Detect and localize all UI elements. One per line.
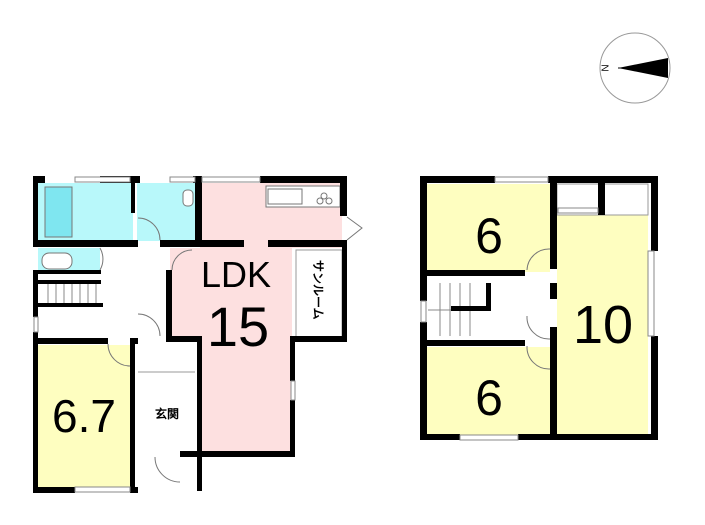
room-large-size: 10 — [573, 295, 633, 355]
bathtub-icon — [44, 186, 73, 238]
bedroom-6-7 — [38, 345, 130, 489]
walls-floor-1 — [33, 176, 347, 493]
bedroom-size: 6.7 — [52, 390, 116, 442]
room-north-6 — [427, 184, 550, 272]
floor-2: 6 6 10 — [420, 176, 658, 441]
windows-floor-1 — [33, 176, 296, 493]
entrance-label: 玄関 — [155, 406, 179, 421]
ldk-lower — [202, 338, 292, 455]
doors-floor-1 — [99, 216, 363, 483]
sink-icon — [182, 189, 194, 207]
floor-1: LDK 15 6.7 玄関 サンルーム — [33, 176, 363, 493]
ldk-size: 15 — [207, 295, 269, 358]
stove-icon — [320, 192, 328, 200]
stairs-icon — [47, 283, 97, 303]
room-north-size: 6 — [475, 208, 503, 264]
compass: N — [599, 32, 671, 104]
entrance — [138, 345, 195, 455]
sunroom-label: サンルーム — [311, 260, 325, 320]
ldk-room — [170, 248, 292, 340]
room-south-6 — [427, 347, 550, 435]
room-large-10 — [557, 215, 648, 435]
windows-floor-2 — [420, 176, 655, 441]
doors-floor-2 — [526, 248, 551, 370]
toilet-icon — [41, 252, 73, 270]
room-south-size: 6 — [475, 370, 503, 426]
ldk-label: LDK — [201, 254, 271, 295]
kitchen-sink-icon — [267, 188, 303, 205]
compass-north-label: N — [601, 64, 612, 71]
walls-floor-2 — [420, 176, 658, 440]
